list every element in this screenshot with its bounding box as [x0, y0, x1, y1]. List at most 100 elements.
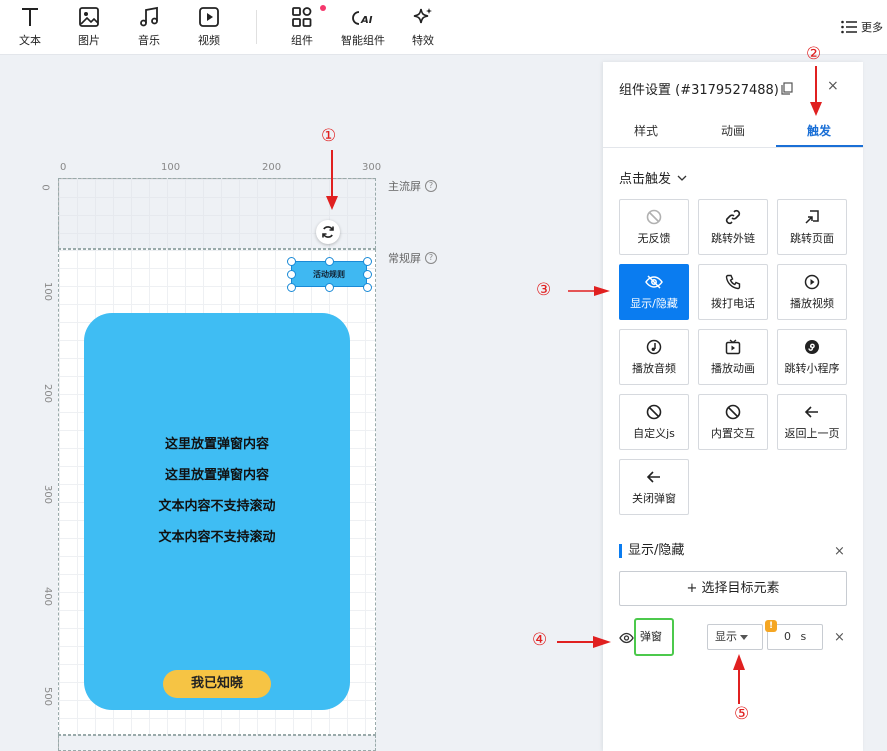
normal-screen-label-text: 常规屏	[388, 252, 421, 265]
toolbar-text-button[interactable]: 文本	[2, 6, 58, 48]
ruler-tick: 100	[161, 162, 181, 173]
remove-target-button[interactable]: ×	[834, 630, 845, 645]
resize-handle[interactable]	[325, 283, 334, 292]
resize-handle[interactable]	[363, 283, 372, 292]
delay-input[interactable]: 0 s	[767, 624, 823, 650]
resize-handle[interactable]	[363, 257, 372, 266]
play-circle-icon	[804, 274, 820, 290]
notification-dot	[320, 5, 326, 11]
popup-preview[interactable]: 这里放置弹窗内容 这里放置弹窗内容 文本内容不支持滚动 文本内容不支持滚动 我已…	[84, 313, 350, 710]
resize-handle[interactable]	[287, 283, 296, 292]
toolbar-effects-label: 特效	[412, 34, 434, 47]
annotation-2: ②	[806, 44, 822, 64]
resize-handle[interactable]	[363, 270, 372, 279]
action-label: 自定义js	[633, 427, 675, 440]
refresh-button[interactable]	[316, 220, 340, 244]
action-label: 返回上一页	[784, 427, 840, 440]
action-close-popup[interactable]: 关闭弹窗	[619, 459, 689, 515]
ban-icon	[646, 404, 662, 420]
help-icon[interactable]: ?	[425, 180, 437, 192]
action-external-link[interactable]: 跳转外链	[698, 199, 768, 255]
action-show-hide[interactable]: 显示/隐藏	[619, 264, 689, 320]
action-label: 拨打电话	[711, 297, 755, 310]
action-phone-call[interactable]: 拨打电话	[698, 264, 768, 320]
svg-text:AI: AI	[360, 15, 373, 26]
toolbar-components-label: 组件	[291, 34, 313, 47]
page-jump-icon	[805, 210, 819, 224]
phone-icon	[725, 274, 741, 290]
toolbar-image-button[interactable]: 图片	[61, 6, 117, 48]
action-custom-js[interactable]: 自定义js	[619, 394, 689, 450]
action-play-animation[interactable]: 播放动画	[698, 329, 768, 385]
resize-handle[interactable]	[287, 270, 296, 279]
visibility-mode-value: 显示	[715, 630, 737, 643]
action-label: 跳转小程序	[784, 362, 840, 375]
toolbar-more-label: 更多	[861, 21, 883, 34]
audio-icon	[646, 339, 662, 355]
visibility-mode-select[interactable]: 显示	[707, 624, 763, 650]
toolbar-music-button[interactable]: 音乐	[121, 6, 177, 48]
music-icon	[140, 6, 158, 27]
ruler-tick: 300	[362, 162, 382, 173]
sparkle-icon	[413, 8, 432, 24]
annotation-1: ①	[321, 126, 337, 146]
action-go-back[interactable]: 返回上一页	[777, 394, 847, 450]
component-settings-panel: 组件设置 (#3179527488) × 样式 动画 触发 点击触发 无反馈 跳…	[603, 62, 863, 751]
toolbar-effects-button[interactable]: 特效	[395, 6, 451, 48]
top-toolbar: 文本 图片 音乐 视频 组件 AI 智能组件 特效 更多	[0, 0, 887, 55]
tab-style[interactable]: 样式	[633, 124, 658, 138]
mini-program-icon	[805, 340, 819, 354]
resize-handle[interactable]	[287, 257, 296, 266]
action-label: 跳转外链	[711, 232, 755, 245]
toolbar-ai-components-button[interactable]: AI 智能组件	[334, 6, 392, 48]
toolbar-text-label: 文本	[19, 34, 41, 47]
ai-icon: AI	[352, 11, 373, 26]
tab-trigger[interactable]: 触发	[806, 124, 831, 138]
visibility-toggle[interactable]	[619, 629, 634, 648]
action-label: 显示/隐藏	[630, 297, 678, 310]
arrow-left-icon	[646, 471, 660, 483]
help-icon[interactable]: ?	[425, 252, 437, 264]
tab-animation[interactable]: 动画	[720, 124, 745, 138]
main-screen-label: 主流屏 ?	[388, 178, 437, 194]
close-panel-button[interactable]: ×	[827, 78, 839, 94]
ruler-tick: 100	[42, 281, 54, 302]
resize-handle[interactable]	[325, 257, 334, 266]
popup-text-line: 文本内容不支持滚动	[158, 499, 276, 514]
trigger-type-dropdown[interactable]: 点击触发	[619, 168, 687, 187]
text-icon	[22, 8, 38, 26]
action-play-audio[interactable]: 播放音频	[619, 329, 689, 385]
arrow-left-icon	[804, 406, 818, 418]
tv-play-icon	[725, 339, 741, 355]
image-icon	[79, 7, 99, 27]
components-icon	[292, 7, 312, 27]
toolbar-ai-components-label: 智能组件	[341, 34, 385, 47]
toolbar-components-button[interactable]: 组件	[274, 6, 330, 48]
delay-value: 0	[784, 630, 791, 643]
action-play-video[interactable]: 播放视频	[777, 264, 847, 320]
action-mini-program[interactable]: 跳转小程序	[777, 329, 847, 385]
ban-icon	[725, 404, 741, 420]
select-target-button[interactable]: + 选择目标元素	[619, 571, 847, 606]
toolbar-more-button[interactable]: 更多	[841, 19, 883, 35]
popup-text-line: 文本内容不支持滚动	[158, 530, 276, 545]
action-no-feedback[interactable]: 无反馈	[619, 199, 689, 255]
popup-text-line: 这里放置弹窗内容	[164, 437, 269, 452]
toolbar-video-button[interactable]: 视频	[181, 6, 237, 48]
trigger-type-label: 点击触发	[619, 172, 672, 187]
acknowledge-button[interactable]: 我已知晓	[163, 670, 271, 698]
copy-button[interactable]	[781, 80, 793, 99]
action-label: 播放视频	[790, 297, 834, 310]
warning-icon: !	[765, 620, 777, 632]
no-entry-icon	[646, 209, 662, 225]
remove-section-button[interactable]: ×	[834, 544, 845, 559]
action-builtin-interaction[interactable]: 内置交互	[698, 394, 768, 450]
below-screen-region	[58, 735, 376, 751]
popup-text-line: 这里放置弹窗内容	[164, 468, 269, 483]
annotation-5: ⑤	[734, 704, 750, 724]
toolbar-image-label: 图片	[78, 34, 100, 47]
action-jump-page[interactable]: 跳转页面	[777, 199, 847, 255]
normal-screen-label: 常规屏 ?	[388, 250, 437, 266]
target-element-tag[interactable]: 弹窗	[634, 618, 674, 656]
annotation-4: ④	[532, 630, 548, 650]
